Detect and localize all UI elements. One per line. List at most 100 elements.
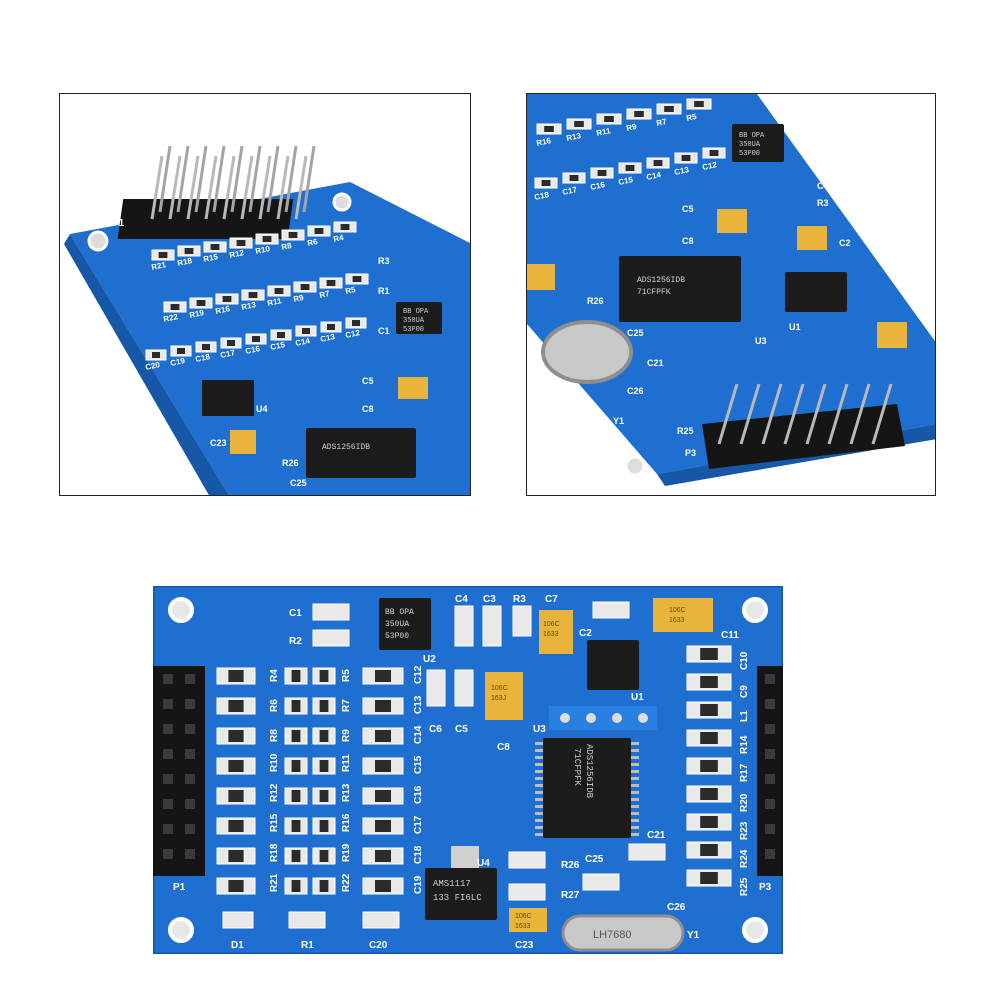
smd-component-body: [700, 844, 718, 856]
smd-component-body: [700, 816, 718, 828]
chip-u2: BB OPA 350UA 53P00: [379, 598, 431, 650]
header-pin: [761, 383, 783, 445]
silk-label: R18: [269, 843, 280, 862]
smd-resistor-body: [228, 850, 244, 862]
chip-pin: [631, 770, 639, 773]
silk-c21: C21: [647, 830, 666, 841]
mounting-hole: [742, 917, 768, 943]
header-pin: [765, 774, 775, 784]
chip-u2: BB OPA 350UA 53P00: [396, 302, 442, 334]
silk-label: R8: [269, 729, 280, 742]
svg-text:163J: 163J: [491, 695, 506, 702]
test-pad: [560, 713, 570, 723]
chip-pin: [535, 819, 543, 822]
silk-c4: C4: [817, 181, 829, 191]
header-p1-pins: [163, 674, 195, 859]
silk-p3: P3: [685, 448, 696, 458]
svg-text:BB OPA: BB OPA: [385, 608, 414, 617]
silk-label: C13: [674, 165, 691, 177]
smd-resistor-body: [248, 292, 258, 298]
chip-pin: [535, 791, 543, 794]
smd-capacitor-body: [681, 155, 691, 161]
header-pin: [266, 145, 280, 213]
crystal-oscillator: [541, 320, 633, 384]
silk-r1: R1: [301, 940, 314, 951]
smd-r2: [312, 629, 350, 647]
silk-label: R15: [203, 252, 220, 264]
header-pin: [150, 155, 164, 220]
header-pin: [163, 849, 173, 859]
svg-text:ADS1256IDB: ADS1256IDB: [637, 276, 685, 285]
smd-resistor-body: [604, 116, 614, 122]
smd-resistor-body: [262, 236, 272, 242]
silk-c26: C26: [627, 386, 644, 396]
silk-label: R13: [566, 131, 583, 143]
silk-label: R22: [341, 873, 352, 892]
smd-r27: [508, 883, 546, 901]
smd-d1: [222, 911, 254, 929]
chip-u3: ADS1256IDB 71CFPFK: [543, 738, 631, 838]
svg-text:53P00: 53P00: [385, 632, 409, 641]
silk-c7: C7: [545, 594, 558, 605]
mounting-hole: [332, 192, 352, 212]
header-pin: [163, 674, 173, 684]
smd-resistor-body: [291, 760, 301, 772]
silk-label: R7: [656, 117, 668, 128]
header-pin: [158, 145, 172, 213]
silk-label: C20: [145, 360, 162, 372]
chip-u1: [785, 272, 847, 312]
silk-label: R8: [281, 241, 293, 252]
smd-c5: [454, 669, 474, 707]
silk-label: C15: [270, 340, 287, 352]
chip-pin: [631, 833, 639, 836]
header-pin: [222, 155, 236, 220]
silk-label: C15: [618, 175, 635, 187]
smd-capacitor-body: [375, 820, 391, 832]
right-column-labels: C10 C9 L1 R14 R17 R20 R23 R24 R25: [739, 651, 750, 896]
silk-c5: C5: [455, 724, 468, 735]
silk-c8: C8: [682, 236, 694, 246]
mounting-hole: [624, 455, 646, 477]
svg-text:BB OPA: BB OPA: [403, 308, 429, 316]
silk-label: R11: [267, 296, 283, 308]
silk-label: R16: [536, 136, 553, 148]
silk-c8: C8: [362, 404, 374, 414]
tantalum-capacitor: [527, 264, 555, 290]
header-pin: [185, 674, 195, 684]
smd-capacitor-body: [375, 700, 391, 712]
smd-c3: [482, 605, 502, 647]
silk-label: R4: [269, 669, 280, 682]
smd-resistor-body: [319, 820, 329, 832]
header-pin: [284, 145, 298, 213]
smd-resistor-body: [291, 820, 301, 832]
header-p3-pins: [765, 674, 775, 859]
silk-c1: C1: [378, 326, 390, 336]
header-pin: [765, 849, 775, 859]
silk-r26: R26: [282, 458, 299, 468]
chip-pin: [535, 805, 543, 808]
silk-label: C19: [413, 875, 424, 894]
smd-capacitor-body: [375, 760, 391, 772]
header-pin: [163, 749, 173, 759]
silk-c21: C21: [647, 358, 664, 368]
svg-text:350UA: 350UA: [385, 620, 409, 629]
header-pin: [163, 799, 173, 809]
chip-pin: [631, 763, 639, 766]
smd-resistor-body: [228, 790, 244, 802]
smd-capacitor-body: [202, 344, 210, 350]
svg-text:106C: 106C: [543, 621, 560, 628]
header-pin: [185, 799, 195, 809]
smd-resistor-body: [228, 880, 244, 892]
chip-pin: [631, 756, 639, 759]
tantalum-capacitor: [230, 430, 256, 454]
svg-text:350UA: 350UA: [403, 317, 425, 325]
svg-text:BB OPA: BB OPA: [739, 132, 765, 140]
silk-label: R7: [319, 289, 331, 300]
smd-resistor-body: [158, 252, 168, 258]
chip-pin: [631, 791, 639, 794]
silk-r1: R1: [378, 286, 390, 296]
header-pin: [163, 774, 173, 784]
